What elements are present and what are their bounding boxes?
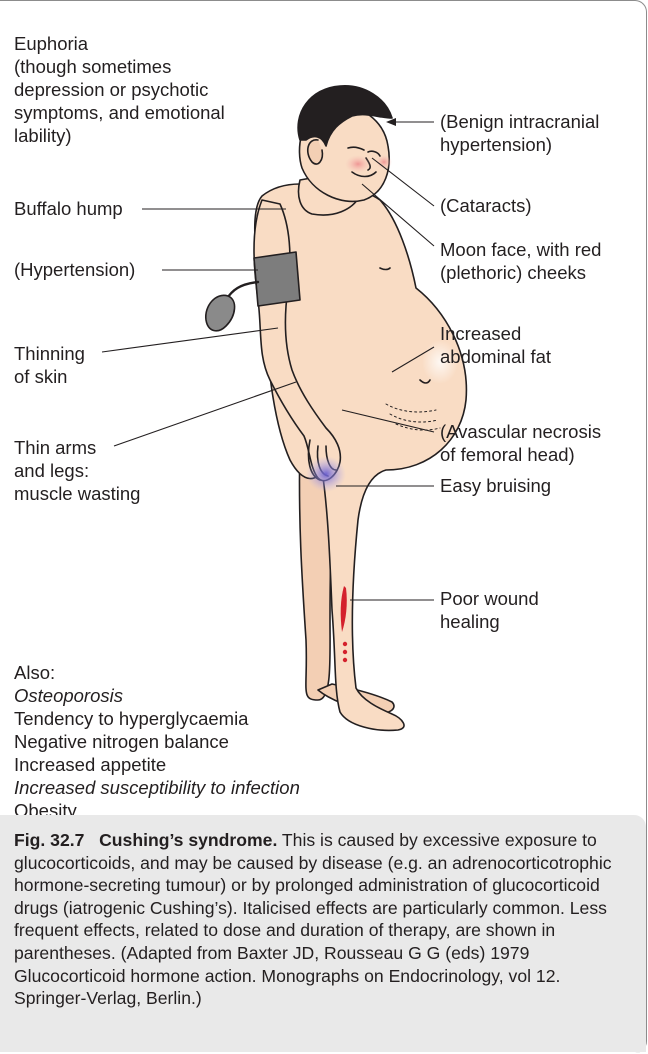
label-cataracts: (Cataracts) (440, 194, 532, 217)
figure-caption: Fig. 32.7 Cushing’s syndrome. This is ca… (14, 829, 634, 1010)
label-thin-arms: Thin arms and legs: muscle wasting (14, 436, 140, 505)
label-euphoria: Euphoria (though sometimes depression or… (14, 32, 225, 147)
bruise (306, 456, 346, 492)
label-thinning-of-skin: Thinning of skin (14, 342, 85, 388)
also-item: Increased appetite (14, 753, 300, 776)
arrow-head (386, 118, 396, 126)
also-item: Increased susceptibility to infection (14, 776, 300, 799)
also-item: Osteoporosis (14, 684, 300, 707)
figure-title: Cushing’s syndrome. (99, 830, 277, 850)
cheek-blush (345, 155, 371, 173)
label-intracranial-hypertension: (Benign intracranial hypertension) (440, 110, 599, 156)
also-list: Also: Osteoporosis Tendency to hyperglyc… (14, 661, 300, 822)
label-abdominal-fat: Increased abdominal fat (440, 322, 551, 368)
also-item: Tendency to hyperglycaemia (14, 707, 300, 730)
caption-text: This is caused by excessive exposure to … (14, 830, 612, 1008)
leader-thin-arms (114, 382, 296, 446)
bp-bulb (206, 295, 235, 330)
bp-cuff (254, 252, 300, 306)
label-avascular-necrosis: (Avascular necrosis of femoral head) (440, 420, 601, 466)
label-buffalo-hump: Buffalo hump (14, 197, 123, 220)
label-poor-wound-healing: Poor wound healing (440, 587, 539, 633)
also-heading: Also: (14, 661, 300, 684)
label-moon-face: Moon face, with red (plethoric) cheeks (440, 238, 601, 284)
label-easy-bruising: Easy bruising (440, 474, 551, 497)
blood-drops (343, 642, 347, 662)
also-item: Negative nitrogen balance (14, 730, 300, 753)
figure-number: Fig. 32.7 (14, 830, 84, 850)
label-hypertension: (Hypertension) (14, 258, 135, 281)
leader-thinning (102, 328, 278, 352)
